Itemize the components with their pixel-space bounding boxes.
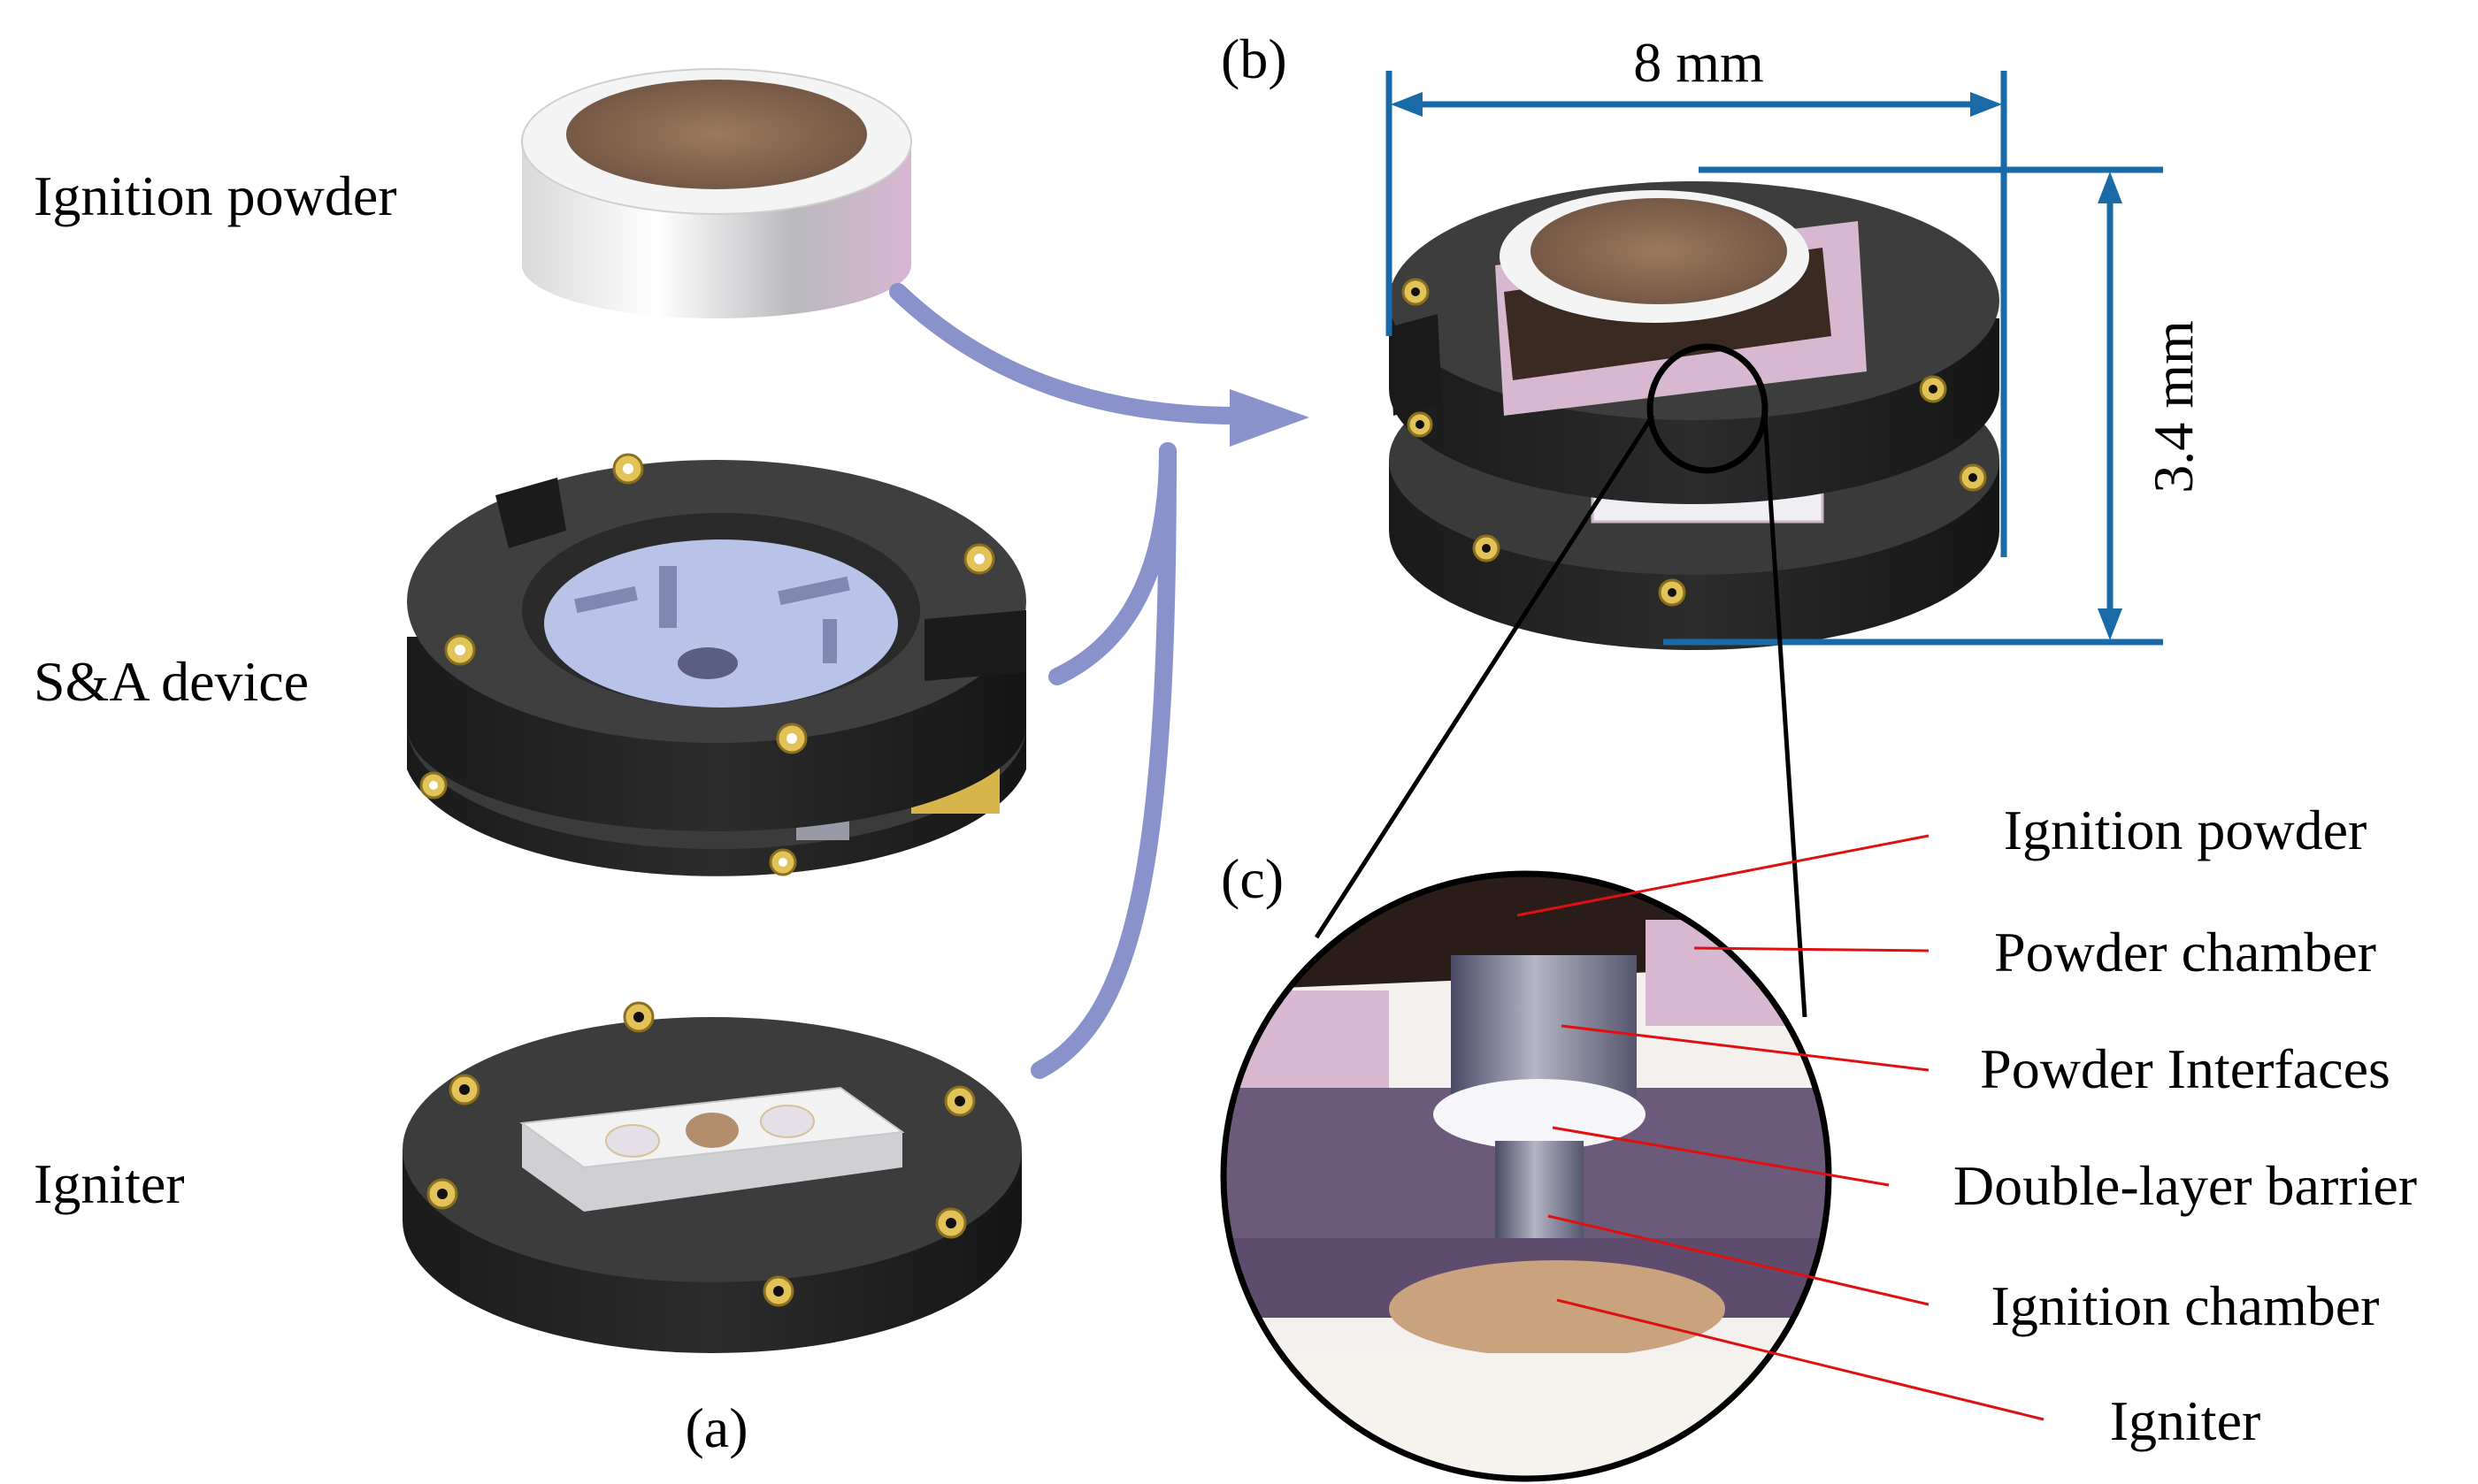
zoom-igniter-chip <box>1224 1353 1829 1479</box>
zoom-source-circle <box>1646 343 1768 474</box>
zoom-circle-frame <box>1220 870 1832 1482</box>
powder-surface <box>566 80 867 189</box>
powder-surface-b <box>1531 198 1787 304</box>
callout-line-powder-interfaces <box>1561 1024 1929 1072</box>
callout-ignition-powder: Ignition powder <box>2004 799 2367 861</box>
label-sa-device: S&A device <box>34 650 309 713</box>
callout-powder-chamber: Powder chamber <box>1994 921 2376 983</box>
zoom-igniter-bridge <box>1389 1260 1725 1358</box>
ignition-powder-part <box>521 68 912 318</box>
callout-line-powder-chamber <box>1693 946 1929 952</box>
callout-ignition-chamber: Ignition chamber <box>1991 1274 2380 1337</box>
sa-notch-top-left <box>495 478 566 548</box>
label-panel-c: (c) <box>1221 847 1284 910</box>
callout-line-igniter <box>1556 1298 2045 1421</box>
sa-central-hole <box>678 647 738 679</box>
igniter-pad <box>605 1124 660 1158</box>
label-panel-a: (a) <box>685 1396 748 1459</box>
sa-slot <box>659 566 677 628</box>
sa-slot <box>574 585 638 614</box>
igniter-bridge <box>686 1113 739 1148</box>
igniter-part <box>403 1001 1022 1353</box>
arrow-from-sa-device <box>1048 442 1177 685</box>
callout-double-layer-barrier: Double-layer barrier <box>1953 1154 2417 1217</box>
label-igniter: Igniter <box>34 1152 185 1215</box>
zoom-connector-lines <box>1314 414 1807 1018</box>
dimension-lines <box>1385 71 2163 646</box>
zoom-chamber-right <box>1646 920 1829 1026</box>
label-panel-b: (b) <box>1221 27 1287 90</box>
callout-igniter: Igniter <box>2110 1389 2261 1452</box>
arrow-from-powder <box>889 283 1247 425</box>
sa-slot <box>823 619 837 663</box>
dimension-arrowheads <box>1391 92 2122 640</box>
label-height-dim: 3.4 mm <box>2142 320 2205 493</box>
sa-device-part <box>407 453 1026 876</box>
arrow-from-igniter <box>1031 442 1177 1079</box>
callout-line-barrier <box>1552 1126 1890 1187</box>
zoom-barrier <box>1433 1079 1646 1150</box>
callout-line-ignition-powder <box>1516 834 1929 917</box>
zoom-powder-interface <box>1451 955 1637 1097</box>
assembled-device <box>1389 181 1999 650</box>
callout-line-ignition-chamber <box>1547 1214 1929 1306</box>
sa-slot <box>778 576 850 606</box>
assembly-arrows <box>889 283 1247 1079</box>
sa-notch-right <box>924 610 1026 681</box>
sa-mems-plate <box>544 539 898 708</box>
assembled-notch <box>1389 314 1442 416</box>
igniter-pad <box>760 1105 815 1138</box>
assembly-arrow-head <box>1230 389 1309 447</box>
callout-powder-interfaces: Powder Interfaces <box>1980 1037 2390 1100</box>
zoom-chamber-left <box>1224 991 1389 1088</box>
callout-lines <box>1516 834 2045 1421</box>
label-width-dim: 8 mm <box>1633 31 1764 94</box>
label-ignition-powder: Ignition powder <box>34 164 397 227</box>
